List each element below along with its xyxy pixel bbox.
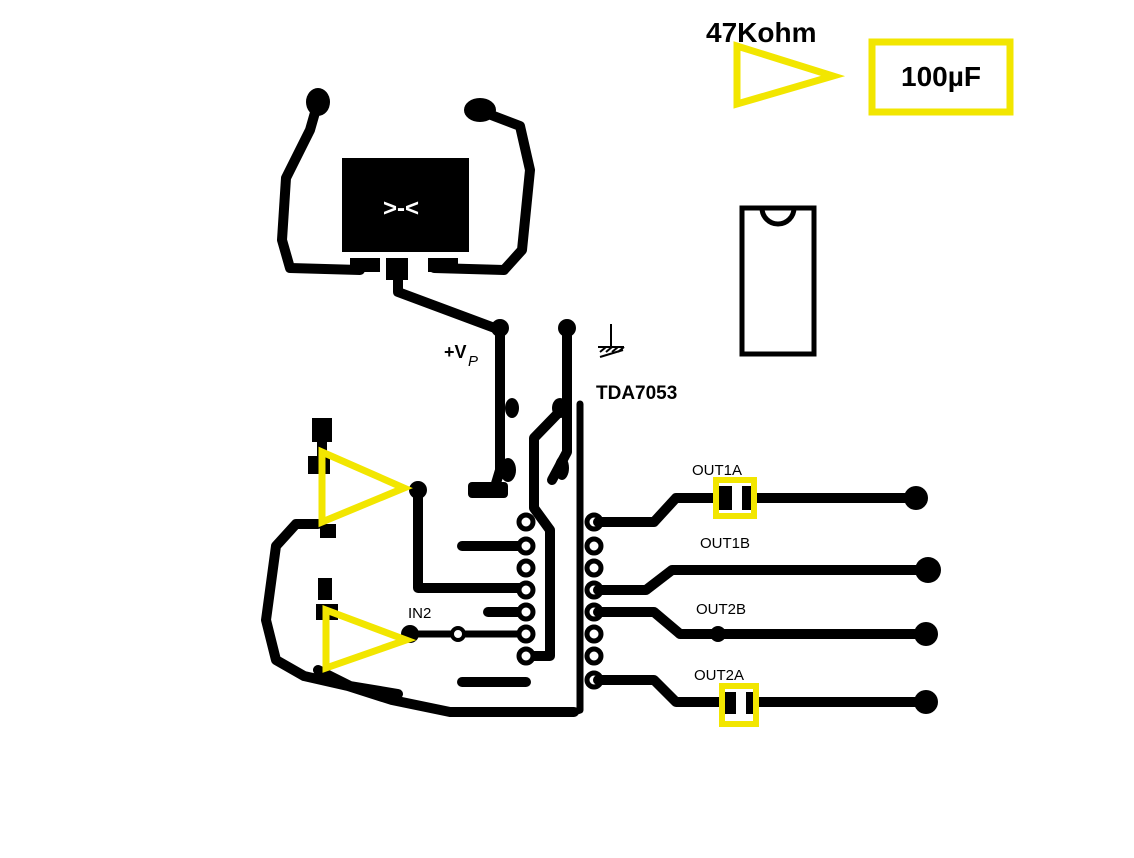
legend-capacitor-label: 100µF — [901, 61, 981, 92]
output-traces — [593, 486, 941, 714]
ic-left-pins — [457, 512, 536, 687]
supply-vp-label: +V P — [444, 342, 478, 370]
legend-resistor-symbol — [733, 41, 846, 109]
resistor-marker-in2 — [322, 604, 417, 673]
label-in2: IN2 — [408, 605, 431, 622]
dip-chip-outline — [739, 205, 817, 357]
svg-text:+V: +V — [444, 342, 467, 362]
label-out2a: OUT2A — [694, 667, 744, 684]
regulator-block: >-< — [277, 88, 535, 335]
svg-text:P: P — [468, 353, 478, 370]
label-out1a: OUT1A — [692, 462, 742, 479]
resistor-marker-in1 — [318, 446, 413, 528]
chip-part-label: TDA7053 — [596, 383, 677, 404]
capacitor-marker-out1a — [713, 477, 757, 519]
label-out1b: OUT1B — [700, 535, 750, 552]
label-out2b: OUT2B — [696, 601, 746, 618]
regulator-mark: >-< — [383, 195, 419, 222]
legend-capacitor-symbol — [868, 38, 1014, 116]
ic-right-pins — [584, 512, 604, 690]
ground-icon — [598, 324, 625, 358]
supply-traces — [468, 319, 584, 716]
legend-resistor-label: 47Kohm — [706, 17, 816, 48]
capacitor-marker-out2a — [719, 683, 759, 727]
